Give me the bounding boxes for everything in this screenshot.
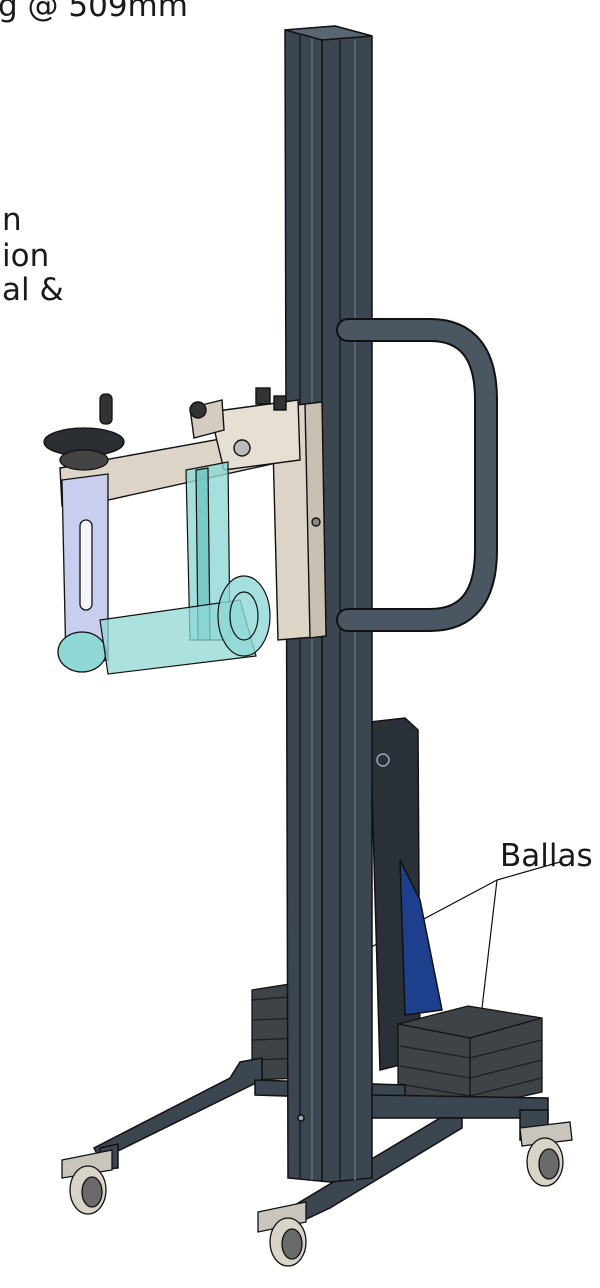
ballast-right: [397, 1005, 543, 1109]
label-ballast: Ballas: [500, 838, 593, 874]
caster-right-front: [257, 1201, 307, 1267]
caster-left: [61, 1149, 113, 1215]
label-side-line3: al &: [2, 272, 64, 308]
tool-tube: [57, 473, 109, 673]
carriage-plate: [271, 401, 327, 641]
label-side-line2: ion: [2, 238, 50, 274]
battery-panel: [369, 717, 443, 1071]
label-side-line1: n: [2, 202, 22, 238]
label-top: g @ 509mm: [0, 0, 188, 24]
teal-link: [185, 461, 231, 641]
caster-right-back: [519, 1121, 573, 1187]
lower-shaft: [99, 575, 271, 675]
push-handle: [336, 318, 498, 632]
handwheel: [43, 393, 125, 471]
arm-beam: [59, 387, 301, 507]
